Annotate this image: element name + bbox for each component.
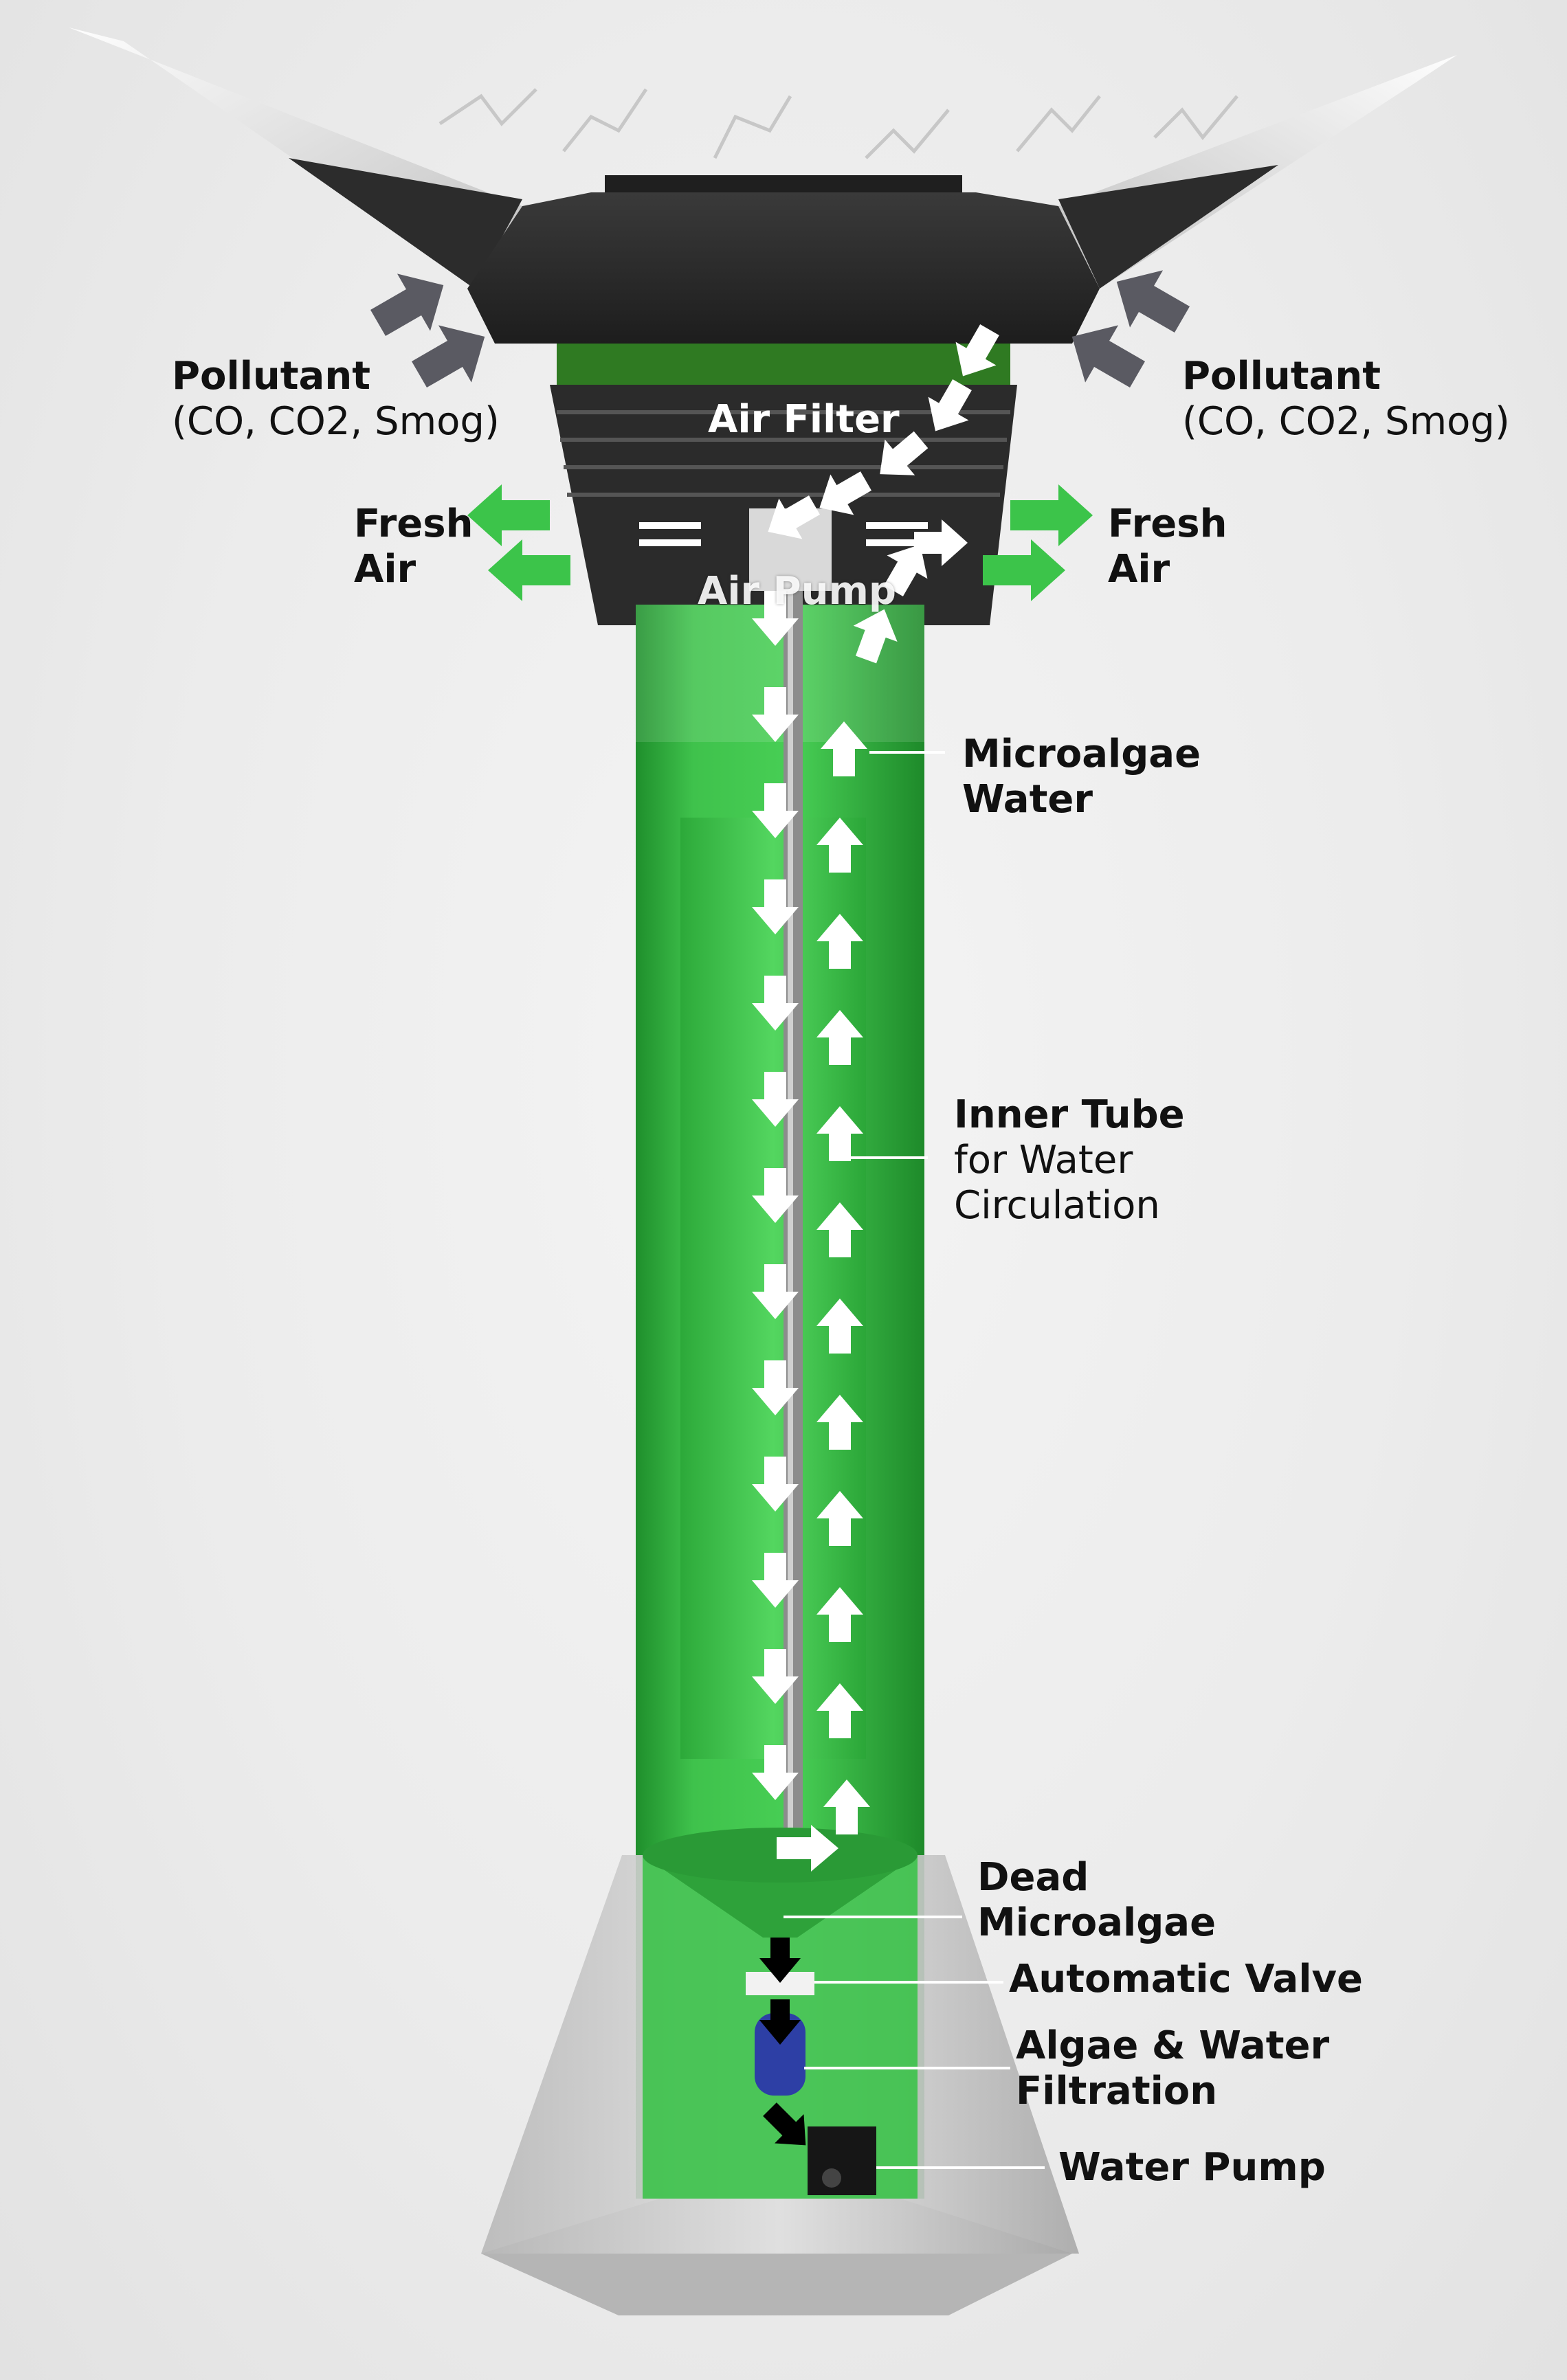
pollutant-right-title: Pollutant bbox=[1182, 354, 1510, 399]
gray-diagonal-double-arrow-icon bbox=[362, 256, 460, 351]
water-pump-port bbox=[822, 2168, 841, 2188]
dead-microalgae-line1: Dead bbox=[977, 1855, 1216, 1900]
microalgae-water-line1: Microalgae bbox=[962, 732, 1201, 777]
microalgae-water-line2: Water bbox=[962, 777, 1201, 822]
filtration-line2: Filtration bbox=[1016, 2069, 1329, 2114]
label-pollutant-right: Pollutant (CO, CO2, Smog) bbox=[1182, 354, 1510, 445]
label-inner-tube: Inner Tube for Water Circulation bbox=[954, 1092, 1185, 1228]
label-dead-microalgae: Dead Microalgae bbox=[977, 1855, 1216, 1946]
label-air-filter: Air Filter bbox=[708, 397, 900, 442]
green-outward-arrow-icon bbox=[1010, 484, 1093, 546]
automatic-valve-text: Automatic Valve bbox=[1009, 1957, 1363, 2002]
inner-tube-line2: for Water bbox=[954, 1138, 1185, 1183]
label-fresh-air-left: Fresh Air bbox=[354, 502, 473, 592]
pollutant-right-detail: (CO, CO2, Smog) bbox=[1182, 399, 1510, 445]
green-outward-arrow-icon bbox=[467, 484, 550, 546]
inner-tube-line3: Circulation bbox=[954, 1183, 1185, 1228]
label-fresh-air-right: Fresh Air bbox=[1108, 502, 1227, 592]
fresh-air-left-line1: Fresh bbox=[354, 502, 473, 547]
pollutant-left-title: Pollutant bbox=[172, 354, 500, 399]
label-filtration: Algae & Water Filtration bbox=[1016, 2023, 1329, 2114]
collector-panel-right-edge bbox=[1058, 165, 1278, 289]
fresh-air-right-line2: Air bbox=[1108, 547, 1227, 592]
water-pump-body bbox=[808, 2126, 876, 2195]
dead-microalgae-line2: Microalgae bbox=[977, 1900, 1216, 1946]
label-automatic-valve: Automatic Valve bbox=[1009, 1957, 1363, 2002]
label-air-pump: Air Pump bbox=[698, 569, 896, 614]
collector-wires bbox=[440, 89, 1237, 158]
air-supply-pipe-shine bbox=[788, 591, 793, 1828]
label-water-pump: Water Pump bbox=[1058, 2145, 1326, 2190]
fresh-air-right-line1: Fresh bbox=[1108, 502, 1227, 547]
water-pump-text: Water Pump bbox=[1058, 2145, 1326, 2190]
housing-lid bbox=[467, 192, 1100, 344]
pollutant-left-detail: (CO, CO2, Smog) bbox=[172, 399, 500, 445]
label-pollutant-left: Pollutant (CO, CO2, Smog) bbox=[172, 354, 500, 445]
label-microalgae-water: Microalgae Water bbox=[962, 732, 1201, 822]
filtration-line1: Algae & Water bbox=[1016, 2023, 1329, 2069]
green-outward-arrow-icon bbox=[488, 539, 570, 601]
inner-tube-line1: Inner Tube bbox=[954, 1092, 1185, 1138]
filter-band bbox=[557, 344, 1010, 385]
housing-cap bbox=[605, 175, 962, 192]
fresh-air-left-line2: Air bbox=[354, 547, 473, 592]
